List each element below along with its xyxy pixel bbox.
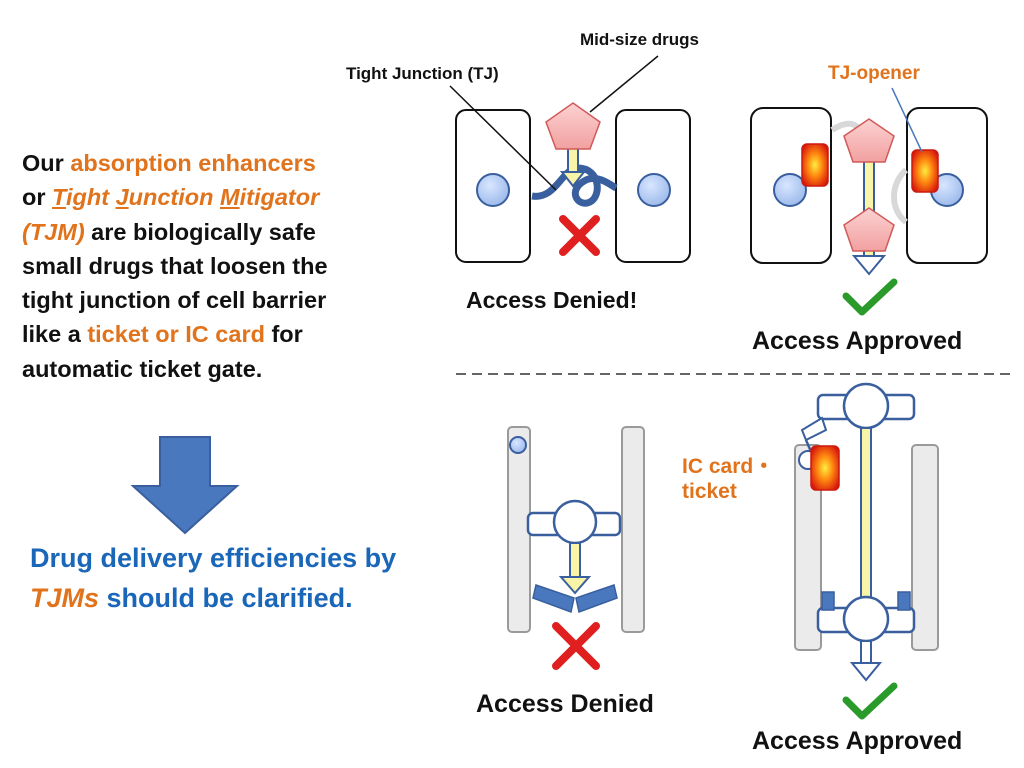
tj-opener-card <box>911 149 939 193</box>
mid-size-drug <box>843 207 895 252</box>
tjm-letter-t: T <box>52 184 66 211</box>
cell-nucleus <box>476 173 510 207</box>
red-x-icon <box>559 215 600 256</box>
conclusion-line: Drug delivery efficiencies by <box>30 543 397 573</box>
gate-post <box>507 426 531 633</box>
tjm-term: Tight Junction Mitigator <box>52 184 319 210</box>
text-run: Our <box>22 150 71 176</box>
text-run: like a <box>22 321 88 348</box>
ticket-ic-card-text: ticket or IC card <box>87 321 265 348</box>
ticket-gate-open <box>794 382 939 682</box>
ic-card-label: IC card・ <box>682 455 775 478</box>
text-run: or <box>22 184 53 211</box>
text-run: small drugs that loosen the <box>22 252 328 279</box>
description-paragraph: Our absorption enhancers or Tight Juncti… <box>22 146 422 386</box>
cell-barrier-closed <box>449 55 691 263</box>
text-run: tight junction of cell barrier <box>22 287 327 314</box>
green-check-icon <box>842 682 898 720</box>
tj-opener-card <box>801 143 829 187</box>
tj-opener-label: TJ-opener <box>828 63 920 84</box>
tight-junction <box>531 164 618 207</box>
tjm-letter-j: J <box>115 184 129 211</box>
absorption-enhancers-text: absorption enhancers <box>70 150 316 176</box>
mid-size-drug <box>545 102 601 150</box>
tjm-word-part: ight <box>65 184 116 211</box>
tight-junction-label: Tight Junction (TJ) <box>346 64 499 83</box>
ticket-gate-closed <box>507 426 645 633</box>
conclusion-line: should be clarified. <box>99 583 353 613</box>
cell-nucleus <box>637 173 671 207</box>
cell-nucleus <box>773 173 807 207</box>
conclusion-text: Drug delivery efficiencies by TJMs shoul… <box>30 538 450 618</box>
gate-post <box>911 444 939 651</box>
red-x-icon <box>552 622 600 670</box>
green-check-icon <box>842 278 898 316</box>
access-denied-label: Access Denied <box>476 690 654 718</box>
access-approved-label: Access Approved <box>752 727 963 755</box>
ticket-label: ticket <box>682 480 737 503</box>
text-run: automatic ticket gate. <box>22 355 263 382</box>
ic-card <box>810 445 840 491</box>
text-run: are biologically safe <box>84 218 316 245</box>
tjm-word-part: itigator <box>239 184 320 211</box>
access-denied-label: Access Denied! <box>466 287 638 313</box>
mid-size-drug <box>843 118 895 163</box>
tjms-term: TJMs <box>30 583 100 613</box>
gate-post <box>621 426 645 633</box>
tjm-word-part: unction <box>128 184 221 211</box>
text-run: for <box>264 321 303 348</box>
cell-barrier-opened <box>750 87 988 276</box>
tjm-abbreviation: (TJM) <box>22 218 85 245</box>
tjm-letter-m: M <box>220 184 240 211</box>
card-reader <box>509 436 527 454</box>
access-approved-label: Access Approved <box>752 327 963 355</box>
down-arrow-icon <box>130 436 240 535</box>
mid-size-drugs-label: Mid-size drugs <box>580 30 700 49</box>
